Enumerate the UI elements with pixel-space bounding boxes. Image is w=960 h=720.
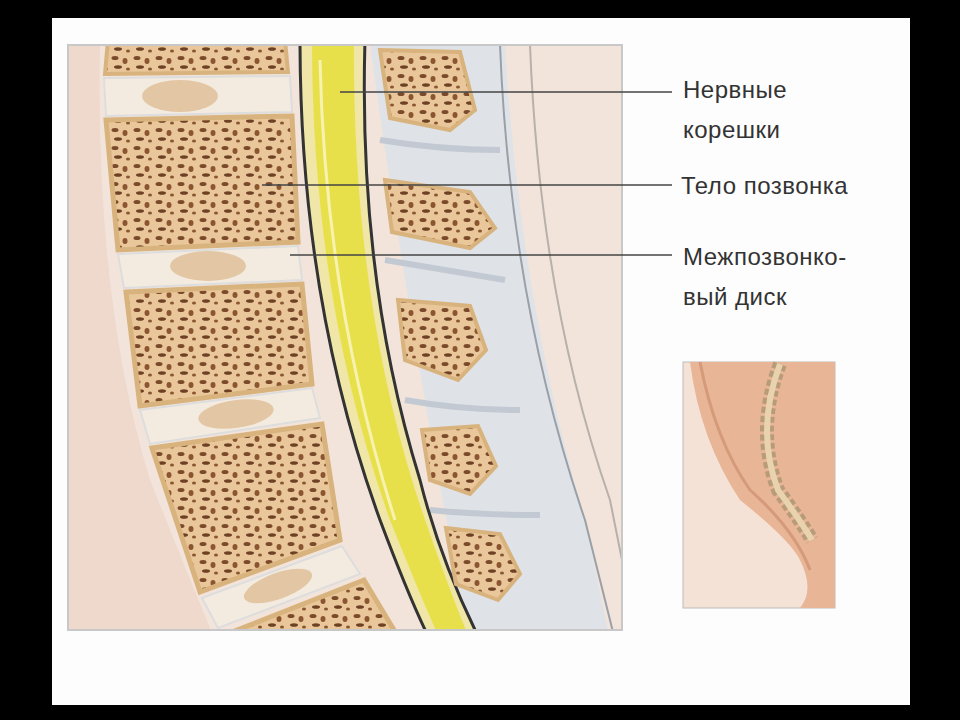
part-label: Межпозвонко- вый диск (683, 237, 883, 317)
part-label: Тело позвонка (681, 166, 941, 206)
part-label: Нервные корешки (683, 70, 853, 150)
